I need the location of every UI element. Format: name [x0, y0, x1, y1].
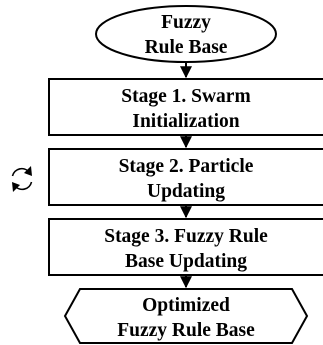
node-stage1-swarm-initialization: Stage 1. Swarm Initialization	[48, 78, 323, 136]
node-stage2-line1: Stage 2. Particle	[119, 156, 254, 177]
node-stage3-fuzzy-rule-base-updating: Stage 3. Fuzzy Rule Base Updating	[48, 218, 323, 276]
refresh-icon	[11, 166, 33, 192]
node-stage2-line2: Updating	[147, 181, 225, 202]
node-stage3-line2: Base Updating	[125, 251, 247, 272]
node-end-line1: Optimized	[142, 295, 230, 316]
node-stage2-particle-updating: Stage 2. Particle Updating	[48, 148, 323, 206]
node-end-line2: Fuzzy Rule Base	[117, 320, 255, 341]
node-stage1-line1: Stage 1. Swarm	[121, 86, 250, 107]
node-stage3-line1: Stage 3. Fuzzy Rule	[104, 226, 268, 247]
node-fuzzy-rule-base: Fuzzy Rule Base	[95, 5, 277, 63]
node-start-line1: Fuzzy	[161, 12, 211, 33]
node-stage1-line2: Initialization	[132, 111, 239, 132]
node-start-line2: Rule Base	[145, 37, 228, 58]
node-optimized-fuzzy-rule-base: Optimized Fuzzy Rule Base	[63, 288, 309, 344]
